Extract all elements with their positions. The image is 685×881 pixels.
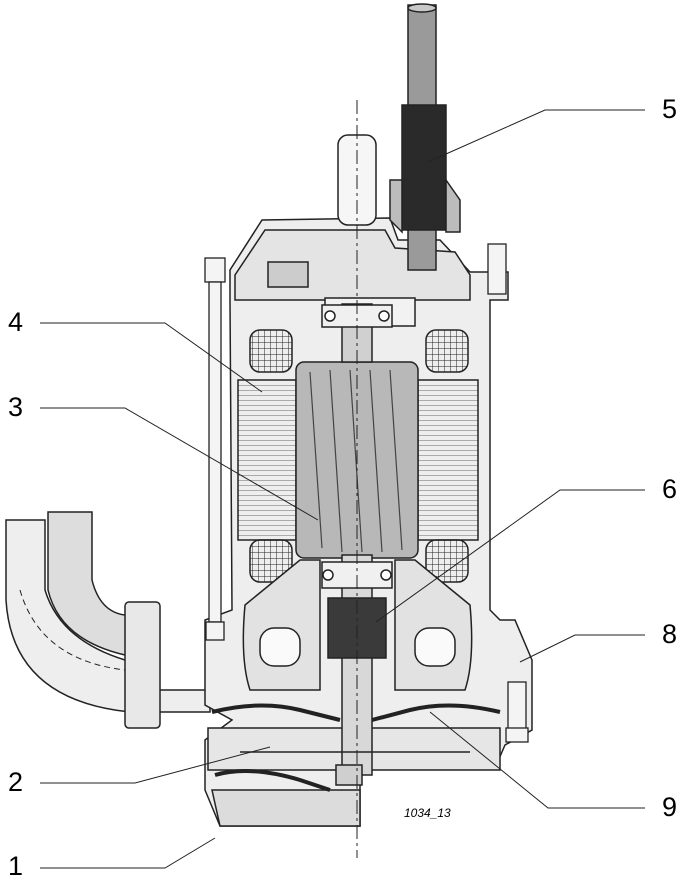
drawing-code: 1034_13 <box>404 806 451 820</box>
callout-label-8: 8 <box>662 619 678 649</box>
callout-label-9: 9 <box>662 792 678 822</box>
callout-leaders <box>40 109 645 869</box>
cable-entry <box>389 3 461 271</box>
housing-bolts <box>204 243 529 743</box>
impeller <box>211 703 501 792</box>
callout-label-4: 4 <box>8 307 24 337</box>
seal-housing <box>242 559 473 691</box>
callout-label-3: 3 <box>8 392 24 422</box>
callout-label-6: 6 <box>662 474 678 504</box>
stator-assembly <box>237 329 479 583</box>
callout-label-1: 1 <box>8 851 24 881</box>
discharge-elbow <box>5 511 211 729</box>
callout-label-5: 5 <box>662 94 678 124</box>
callout-label-2: 2 <box>8 767 24 797</box>
